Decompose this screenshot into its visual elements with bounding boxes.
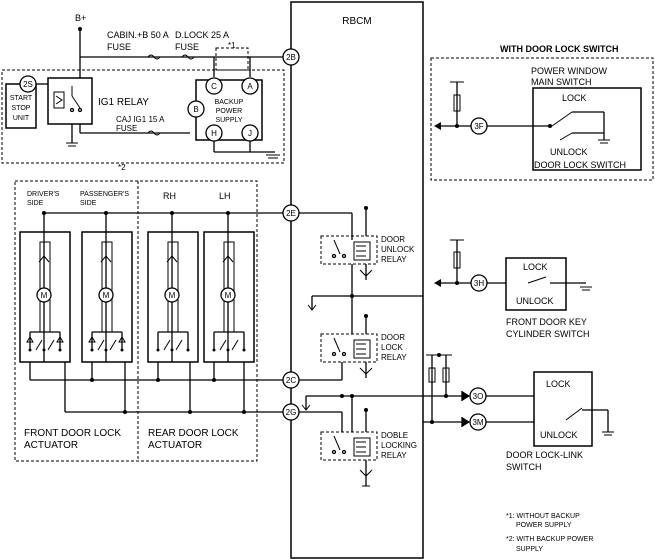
connector-j-label: J [248, 129, 252, 138]
connector-3o-label: 3O [473, 392, 484, 401]
pw-main-switch-line2: MAIN SWITCH [531, 77, 592, 87]
door-lock-switch-label: DOOR LOCK SWITCH [534, 160, 626, 170]
with-door-lock-switch-label: WITH DOOR LOCK SWITCH [500, 44, 619, 54]
caj-fuse-symbol [147, 130, 161, 136]
connector-c [205, 77, 223, 95]
cabin-fuse-symbol [147, 54, 161, 60]
note2-line2: SUPPLY [516, 546, 543, 553]
front-actuator-label-line2: ACTUATOR [24, 440, 78, 451]
lh-label: LH [219, 191, 231, 201]
connector-a [241, 77, 259, 95]
with-door-lock-switch-area [430, 57, 654, 181]
rear-actuator-label-line2: ACTUATOR [148, 440, 202, 451]
double-relay-line2: LOCKING [381, 441, 417, 450]
cabin-fuse-label: CABIN.+B 50 A [107, 30, 169, 40]
passengers-side-line1: PASSENGER'S [80, 191, 129, 198]
ig1-relay-box [47, 77, 93, 125]
key-cyl-switch-line2: CYLINDER SWITCH [506, 329, 590, 339]
motor-label: M [225, 291, 232, 300]
double-relay-line3: RELAY [381, 451, 407, 460]
connector-2s-label: 2S [23, 80, 33, 89]
connector-3m-label: 3M [472, 418, 483, 427]
connector-c-label: C [211, 82, 217, 91]
rbcm-title: RBCM [342, 16, 371, 27]
motor-label: M [103, 291, 110, 300]
pw-main-switch-line1: POWER WINDOW [531, 66, 607, 76]
front-actuator-label-line1: FRONT DOOR LOCK [24, 428, 121, 439]
star2-label: *2 [118, 163, 126, 172]
key-cyl-switch-line1: FRONT DOOR KEY [506, 317, 587, 327]
link-unlock-label: UNLOCK [540, 430, 578, 440]
motor-label: M [41, 291, 48, 300]
key-cylinder-switch-box [505, 257, 567, 311]
connector-2e-label: 2E [286, 209, 296, 218]
actuator-lh: M [203, 213, 255, 363]
door-lock-switch-box [532, 87, 642, 171]
connector-2b-label: 2B [286, 53, 296, 62]
actuator-area [14, 180, 258, 462]
ig1-relay-label: IG1 RELAY [98, 97, 149, 108]
pw-lock-label: LOCK [562, 93, 587, 103]
drivers-side-line1: DRIVER'S [27, 191, 60, 198]
lock-relay-line1: DOOR [381, 333, 405, 342]
lock-relay-line2: LOCK [381, 343, 403, 352]
connector-3f-label: 3F [474, 122, 483, 131]
caj-fuse-label: CAJ IG1 15 A [116, 115, 165, 124]
unlock-relay-line1: DOOR [381, 235, 405, 244]
actuator-driver: M [19, 213, 71, 363]
connector-2g-label: 2G [286, 408, 297, 417]
lock-link-switch-line2: SWITCH [506, 462, 542, 472]
caj-fuse-word: FUSE [116, 124, 137, 133]
ssu-line2: STOP [12, 105, 31, 112]
double-relay-line1: DOBLE [381, 431, 408, 440]
ssu-line1: START [10, 95, 33, 102]
connector-2b [282, 48, 300, 66]
connector-a-label: A [247, 82, 253, 91]
double-locking-relay [320, 431, 378, 461]
lock-link-switch-box [533, 371, 593, 447]
star2-area [1, 69, 285, 164]
unlock-relay-line2: UNLOCK [381, 245, 415, 254]
connector-h-label: H [211, 129, 217, 138]
pw-unlock-label: UNLOCK [550, 147, 588, 157]
dlock-fuse-symbol [181, 54, 195, 60]
unlock-relay-line3: RELAY [381, 255, 407, 264]
key-unlock-label: UNLOCK [516, 296, 554, 306]
rbcm-box [290, 1, 424, 559]
lock-relay-line3: RELAY [381, 353, 407, 362]
rear-actuator-label-line1: REAR DOOR LOCK [148, 428, 239, 439]
bplus-label: B+ [75, 13, 86, 23]
dlock-fuse-word: FUSE [175, 42, 199, 52]
note1-line1: *1: WITHOUT BACKUP [506, 513, 580, 520]
passengers-side-line2: SIDE [80, 200, 97, 207]
lock-link-switch-line1: DOOR LOCK-LINK [506, 450, 583, 460]
cabin-fuse-word: FUSE [107, 42, 131, 52]
bps-line3: SUPPLY [215, 117, 242, 124]
ssu-line3: UNIT [13, 115, 30, 122]
rh-label: RH [163, 191, 176, 201]
connector-b-label: B [193, 105, 198, 114]
dlock-fuse-label: D.LOCK 25 A [175, 30, 229, 40]
actuator-rh: M [147, 213, 199, 363]
bps-line2: POWER [216, 108, 242, 115]
note2-line1: *2: WITH BACKUP POWER [506, 536, 593, 543]
connector-3h-label: 3H [474, 279, 484, 288]
drivers-side-line2: SIDE [27, 200, 44, 207]
actuator-passenger: M [81, 213, 133, 363]
motor-label: M [169, 291, 176, 300]
door-lock-relay [320, 333, 378, 363]
star1-jumper [215, 47, 249, 71]
door-unlock-relay [320, 235, 378, 265]
bps-line1: BACKUP [215, 99, 244, 106]
star1-label: *1 [228, 41, 236, 50]
connector-2c-label: 2C [286, 376, 296, 385]
connector-b [187, 100, 205, 118]
note1-line2: POWER SUPPLY [516, 522, 572, 529]
link-lock-label: LOCK [546, 379, 571, 389]
key-lock-label: LOCK [523, 262, 548, 272]
